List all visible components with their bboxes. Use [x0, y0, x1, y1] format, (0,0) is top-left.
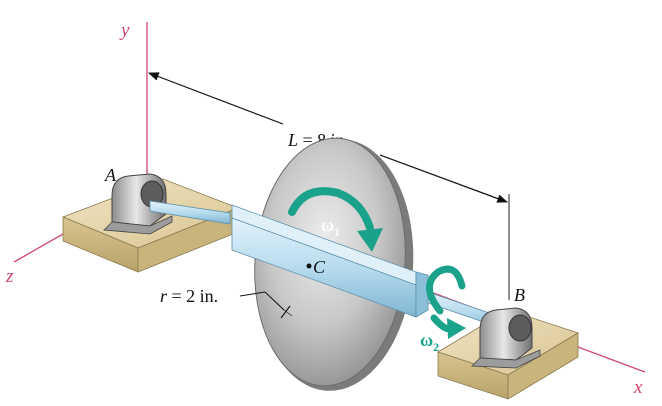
point-c-label: C: [313, 257, 326, 277]
point-a-label: A: [104, 165, 117, 185]
z-axis-label: z: [5, 266, 14, 287]
omega2-arrow: [426, 265, 466, 339]
dimension-line-right: [379, 154, 509, 203]
bearing-b: [471, 307, 541, 369]
point-b-label: B: [514, 285, 525, 305]
radius-pointer: [239, 291, 293, 319]
shaft-left: [149, 200, 231, 225]
shaft-arm: [231, 204, 429, 318]
bearing-a: [103, 173, 173, 235]
omega1-label: ω1: [321, 215, 340, 239]
length-dimension: [147, 72, 510, 300]
radius-label: r = 2 in.: [160, 286, 218, 306]
y-axis-label: y: [119, 20, 130, 41]
x-axis-label: x: [633, 377, 643, 398]
point-c-dot: [306, 263, 312, 269]
omega2-label: ω2: [420, 330, 439, 354]
dimension-line-left: [147, 72, 284, 125]
omega1-arrow: [288, 187, 383, 252]
